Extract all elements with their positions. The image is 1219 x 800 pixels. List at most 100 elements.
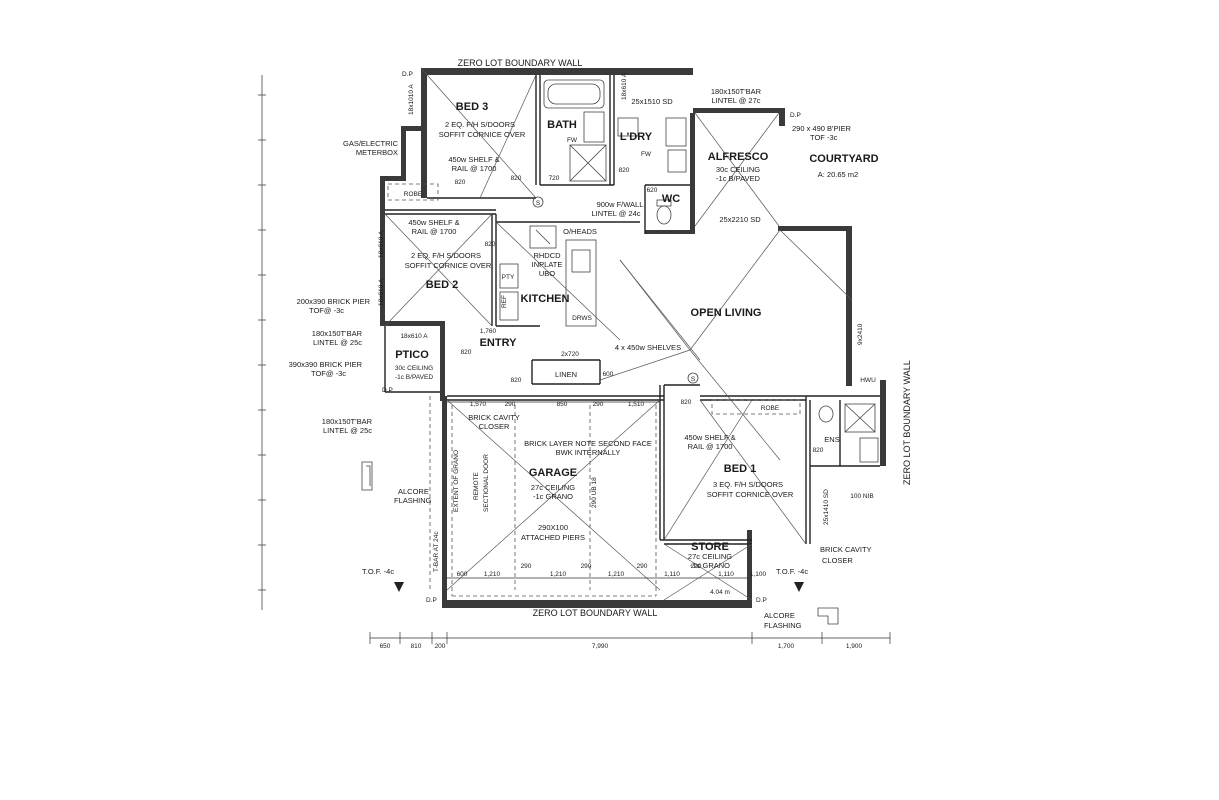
bed3-shelf-note: 450w SHELF &: [448, 155, 499, 164]
lintel-left-note: 180x150T'BAR: [312, 329, 363, 338]
garage-extent-lines: [429, 396, 657, 597]
bed2-doors-note: 2 EQ. F/H S/DOORS: [411, 251, 481, 260]
garage-dim-2: 1,210: [484, 571, 501, 578]
kitchen-inplate: INPLATE: [532, 260, 563, 269]
bpier-top2: TOF -3c: [810, 133, 838, 142]
bed2-shelf-note: 450w SHELF &: [408, 218, 459, 227]
door-width-10: 600: [603, 371, 614, 378]
window-ptico: 18x610 A: [400, 333, 428, 340]
lintel-top: 180x150T'BAR: [711, 87, 762, 96]
garage-dim-1: 600: [457, 571, 468, 578]
bpier-top: 290 x 490 B'PIER: [792, 124, 852, 133]
bed1-shelf-note: 450w SHELF &: [684, 433, 735, 442]
garage-dim-10: 1,110: [718, 571, 734, 578]
window-bed2b: 18x910 A: [378, 278, 385, 306]
garage-pier-dim: 290 UB 18: [591, 477, 598, 508]
hwu-label: HWU: [860, 377, 876, 384]
bottom-dim-1: 650: [380, 643, 391, 650]
smoke-detectors: S S: [532, 196, 699, 384]
room-ldry: L'DRY: [620, 131, 653, 143]
top-dim-2: 290: [505, 401, 516, 408]
top-dim-5: 1,510: [628, 401, 645, 408]
bed1-doors-note: 3 EQ. F/H S/DOORS: [713, 480, 783, 489]
ptico-paved: -1c B/PAVED: [395, 374, 433, 381]
window-bed3: 18x1010 A: [408, 84, 415, 115]
alcore-right: ALCORE: [764, 611, 795, 620]
remote-door-note2: SECTIONAL DOOR: [483, 454, 490, 512]
door-width-7: 820: [461, 349, 472, 356]
closer-note: CLOSER: [479, 422, 510, 431]
toilet: [656, 199, 672, 225]
smoke-s-1: S: [536, 200, 541, 207]
garage-piers2: ATTACHED PIERS: [521, 533, 585, 542]
room-bed1: BED 1: [724, 463, 756, 475]
room-wc: WC: [662, 193, 680, 205]
meterbox-note: GAS/ELECTRIC: [343, 139, 399, 148]
garage-dim-3: 290: [521, 563, 532, 570]
kitchen-fixtures: [499, 225, 597, 327]
tof-markers: [394, 582, 804, 592]
room-bed3: BED 3: [456, 101, 488, 113]
garage-dim-9: 290: [691, 563, 702, 570]
room-store: STORE: [691, 541, 729, 553]
room-bath: BATH: [547, 119, 577, 131]
outer-walls: [380, 68, 886, 608]
brick-layer-note2: BWK INTERNALLY: [556, 448, 621, 457]
window-bed2: 18x910 A: [378, 230, 385, 258]
bed1-soffit-note: SOFFIT CORNICE OVER: [707, 490, 794, 499]
robe-bed1: ROBE: [761, 405, 780, 412]
bath-fw: FW: [567, 137, 578, 144]
garage-dim-4: 1,210: [550, 571, 567, 578]
top-dim-3: 850: [557, 401, 568, 408]
smoke-s-2: S: [691, 376, 696, 383]
fwall-note2: LINTEL @ 24c: [591, 209, 640, 218]
brick-pier-note: 200x390 BRICK PIER: [297, 297, 371, 306]
bottom-dim-5: 1,700: [778, 643, 795, 650]
bed2-soffit-note: SOFFIT CORNICE OVER: [405, 261, 492, 270]
door-width-9: 820: [681, 399, 692, 406]
bath-fixtures: [569, 111, 687, 182]
garage-dim-5: 290: [581, 563, 592, 570]
garage-ceiling: 27c CEILING: [531, 483, 575, 492]
room-alfresco: ALFRESCO: [708, 151, 769, 163]
lintel-top2: LINTEL @ 27c: [711, 96, 760, 105]
courtyard-area: A: 20.65 m2: [818, 170, 858, 179]
brick-cavity-note: BRICK CAVITY: [468, 413, 520, 422]
robe-bed2: ROBE: [404, 191, 423, 198]
store-width: 4.04 m: [710, 589, 730, 596]
pantry-label: PTY: [502, 274, 515, 281]
alcore-left: ALCORE: [398, 487, 429, 496]
ensuite-fixtures: [818, 403, 879, 463]
dp-4: D.P: [426, 597, 437, 604]
kitchen-drws: DRWS: [572, 315, 592, 322]
garage-dim-8: 1,110: [664, 571, 680, 578]
kitchen-rhdcd: RHDCD: [533, 251, 561, 260]
top-dim-1: 1,570: [470, 401, 487, 408]
room-open-living: OPEN LIVING: [691, 307, 762, 319]
fwall-note: 900w F/WALL: [597, 200, 644, 209]
nib-label: 100 NIB: [850, 493, 874, 500]
tof-right: T.O.F. -4c: [776, 567, 808, 576]
bottom-dim-6: 1,900: [846, 643, 863, 650]
closer-right: CLOSER: [822, 556, 853, 565]
kitchen-oheads: O/HEADS: [563, 227, 597, 236]
ldry-fw: FW: [641, 151, 652, 158]
dp-1: D.P: [402, 71, 413, 78]
roof-lines: [384, 67, 853, 601]
right-boundary-label: ZERO LOT BOUNDARY WALL: [902, 360, 912, 485]
living-window: 9x2410: [857, 323, 864, 345]
garage-dim-11: 1,100: [750, 571, 767, 578]
interior-walls: [384, 75, 880, 545]
bed3-doors-note: 2 EQ. F/H S/DOORS: [445, 120, 515, 129]
kitchen-ref: REF: [501, 295, 508, 308]
room-entry: ENTRY: [480, 337, 518, 349]
window-bath: 25x1510 SD: [631, 97, 673, 106]
bottom-dim-2: 810: [411, 643, 422, 650]
dp-3: D.P: [382, 387, 393, 394]
bed3-soffit-note: SOFFIT CORNICE OVER: [439, 130, 526, 139]
lintel-left-note2: LINTEL @ 25c: [313, 338, 362, 347]
door-width-5: 820: [455, 179, 466, 186]
entry-width: 1,760: [480, 328, 497, 335]
window-alfresco: 25x2210 SD: [719, 215, 761, 224]
